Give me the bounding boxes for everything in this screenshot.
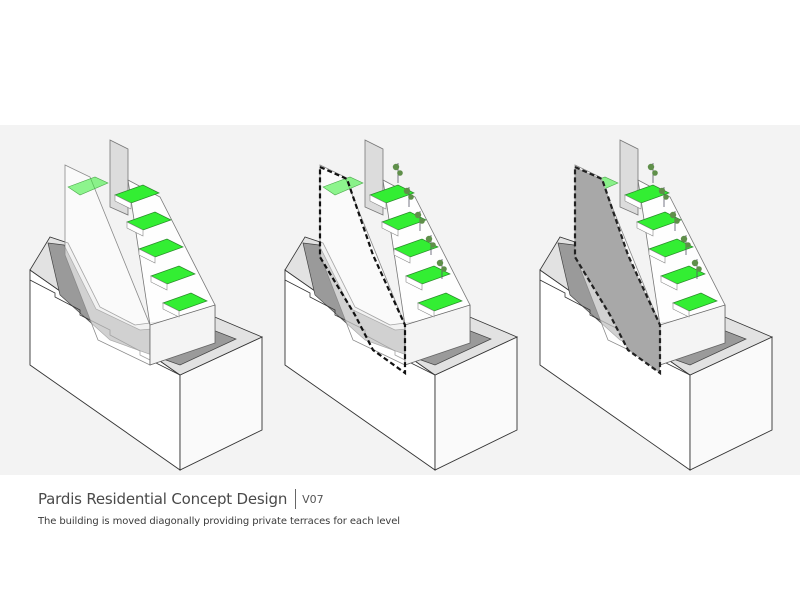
terrace-edge [162, 302, 180, 318]
terrace-edge [114, 194, 132, 210]
terrace-edge [369, 194, 387, 210]
terrace-edge [672, 302, 690, 318]
tree-canopy [663, 194, 669, 200]
base-box [404, 304, 471, 366]
terrace-edge [393, 248, 411, 264]
terrace-edge [624, 194, 642, 210]
panel-massing-with-trees [284, 139, 518, 471]
terrace-edge [405, 275, 423, 291]
concept-diagram [29, 139, 773, 471]
title-divider [295, 489, 297, 509]
roof-terrace [67, 176, 109, 196]
dashed-outline [318, 165, 407, 376]
tree-canopy [674, 218, 680, 224]
tree-canopy [430, 242, 436, 248]
terrace-edge [381, 221, 399, 237]
panel-massing-with-wall [539, 139, 773, 471]
panel-massing-stepped [29, 139, 263, 471]
caption: Pardis Residential Concept Design V07 Th… [38, 486, 778, 527]
tree-canopy [652, 170, 658, 176]
tree-canopy [696, 266, 702, 272]
tree-canopy [691, 259, 699, 267]
tree-canopy [669, 211, 677, 219]
diagram-board [0, 125, 800, 475]
tree-canopy [414, 211, 422, 219]
tree-canopy [419, 218, 425, 224]
base-box [149, 304, 216, 366]
terrace-edge [660, 275, 678, 291]
terrace-edge [150, 275, 168, 291]
version-label: V07 [302, 492, 324, 506]
tree-canopy [685, 242, 691, 248]
terrace-edge [636, 221, 654, 237]
project-title: Pardis Residential Concept Design [38, 490, 288, 508]
tree-canopy [647, 163, 655, 171]
tree-canopy [441, 266, 447, 272]
tree-canopy [680, 235, 688, 243]
tree-canopy [436, 259, 444, 267]
terrace-edge [648, 248, 666, 264]
tree-canopy [392, 163, 400, 171]
tree-canopy [403, 187, 411, 195]
roof-terrace [322, 176, 364, 196]
caption-subtitle: The building is moved diagonally providi… [38, 516, 400, 527]
tree-canopy [425, 235, 433, 243]
terrace-edge [138, 248, 156, 264]
tree-canopy [397, 170, 403, 176]
title-row: Pardis Residential Concept Design V07 [38, 486, 778, 512]
tree-canopy [658, 187, 666, 195]
terrace-edge [126, 221, 144, 237]
solid-wall [573, 165, 662, 376]
tree-canopy [408, 194, 414, 200]
terrace-edge [417, 302, 435, 318]
